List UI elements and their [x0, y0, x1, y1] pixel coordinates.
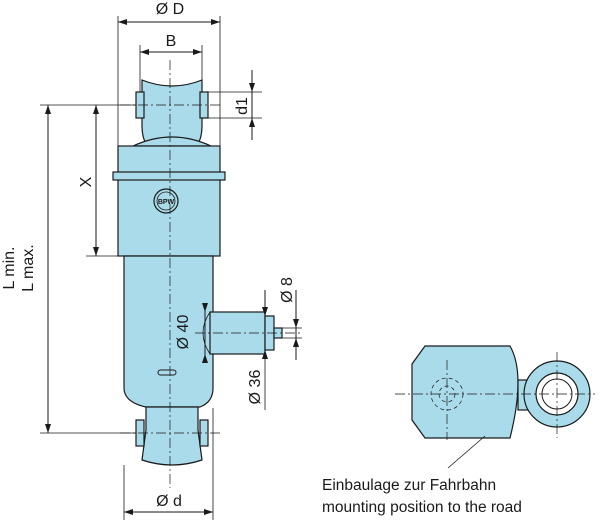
label-eye-diameter: d1 — [234, 97, 251, 115]
dimension-lines — [40, 16, 302, 520]
caption-english: mounting position to the road — [322, 499, 522, 516]
label-length-max: L max. — [20, 244, 37, 291]
dimension-labels: Ø D B d1 X L min. L max. Ø 40 Ø 36 Ø 8 Ø… — [1, 1, 296, 510]
caption-german: Einbaulage zur Fahrbahn — [322, 477, 496, 494]
lower-body — [123, 255, 214, 408]
label-length-min: L min. — [1, 247, 18, 290]
housing-band — [112, 171, 226, 181]
top-mount-eye — [141, 79, 203, 147]
side-body — [411, 345, 519, 439]
label-mount-width: B — [166, 33, 177, 50]
caption: Einbaulage zur Fahrbahn mounting positio… — [322, 477, 522, 516]
label-port-diameter-8: Ø 8 — [279, 277, 296, 303]
label-rod-diameter: Ø d — [156, 493, 182, 510]
vent-slot — [157, 369, 177, 376]
label-port-diameter-36: Ø 36 — [247, 370, 264, 405]
label-outer-diameter: Ø D — [156, 1, 184, 18]
mounting-position-view — [395, 345, 595, 469]
bpw-logo: BPW — [153, 188, 179, 214]
bpw-logo-text: BPW — [158, 199, 175, 206]
main-view: BPW — [112, 60, 300, 488]
bottom-mount — [141, 406, 203, 466]
label-port-diameter-40: Ø 40 — [175, 315, 192, 350]
label-offset: X — [78, 176, 95, 187]
